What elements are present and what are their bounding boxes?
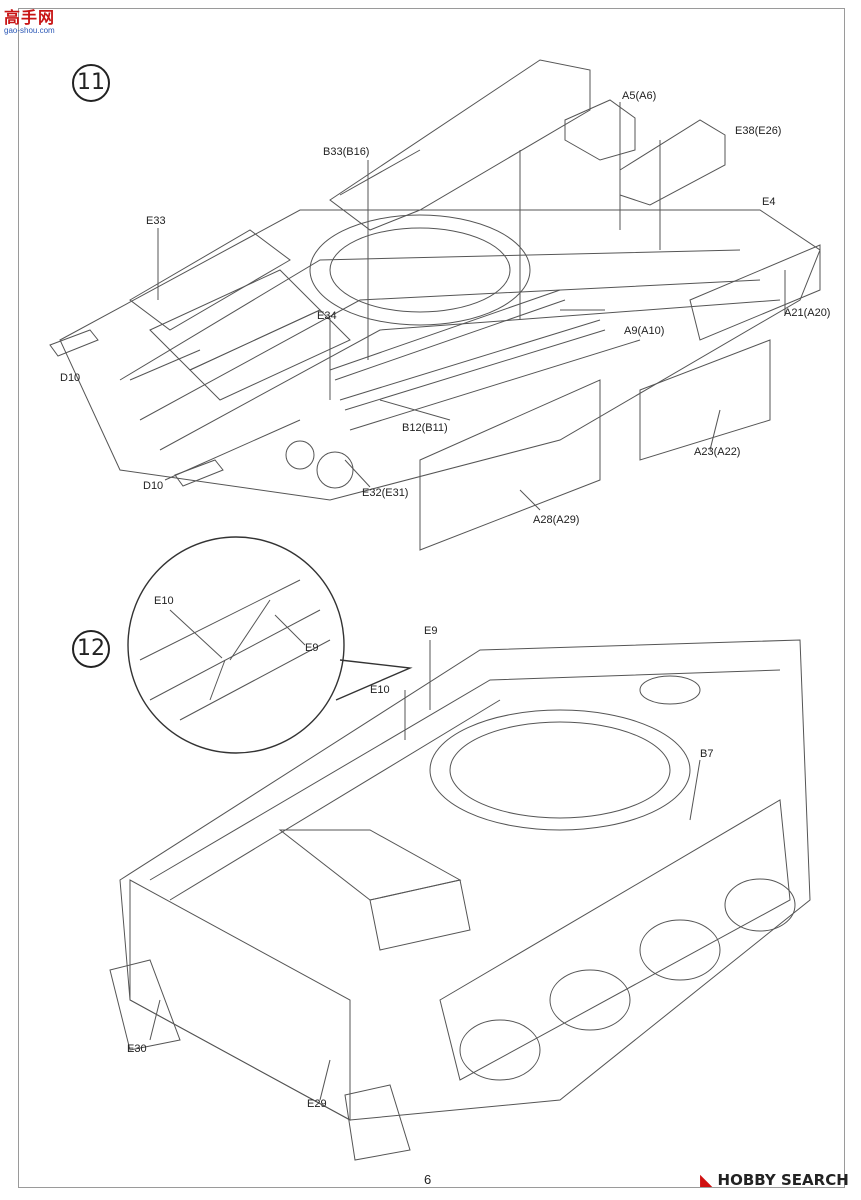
watermark-logo-top: 高手网 gao-shou.com <box>4 4 84 40</box>
part-label-e4: E4 <box>762 196 776 208</box>
part-label-e33: E33 <box>146 215 166 227</box>
part-label-b33: B33(B16) <box>323 146 370 158</box>
watermark-logo-text: 高手网 <box>4 8 56 27</box>
step11-hull-drawing <box>49 59 821 551</box>
step-number-11: 11 <box>72 64 110 102</box>
part-label-e32: E32(E31) <box>362 487 409 499</box>
page-frame <box>18 8 845 1188</box>
step-number-12: 12 <box>72 630 110 668</box>
step12-inset-callout <box>127 536 413 754</box>
part-label-e29: E29 <box>307 1098 327 1110</box>
part-label-e10-inset: E10 <box>154 595 174 607</box>
watermark-bottom-text: HOBBY SEARCH <box>717 1171 849 1189</box>
watermark-url: gao-shou.com <box>4 26 55 35</box>
page-number: 6 <box>424 1172 432 1187</box>
part-label-e34: E34 <box>317 310 337 322</box>
part-label-b7: B7 <box>700 748 714 760</box>
part-label-a23: A23(A22) <box>694 446 741 458</box>
part-label-e38: E38(E26) <box>735 125 782 137</box>
part-label-e10: E10 <box>370 684 390 696</box>
watermark-h-icon: ◣ <box>700 1170 713 1189</box>
part-label-e30: E30 <box>127 1043 147 1055</box>
part-label-e9-inset: E9 <box>305 642 319 654</box>
part-label-a9: A9(A10) <box>624 325 665 337</box>
part-label-a28: A28(A29) <box>533 514 580 526</box>
part-label-d10-bottom: D10 <box>143 480 164 492</box>
part-label-a5: A5(A6) <box>622 90 657 102</box>
watermark-logo-bottom: ◣ HOBBY SEARCH <box>700 1170 849 1189</box>
part-label-a21: A21(A20) <box>784 307 831 319</box>
part-label-b12: B12(B11) <box>402 422 448 434</box>
part-label-e9: E9 <box>424 625 438 637</box>
part-label-d10-top: D10 <box>60 372 81 384</box>
step12-hull-drawing <box>109 639 811 1161</box>
